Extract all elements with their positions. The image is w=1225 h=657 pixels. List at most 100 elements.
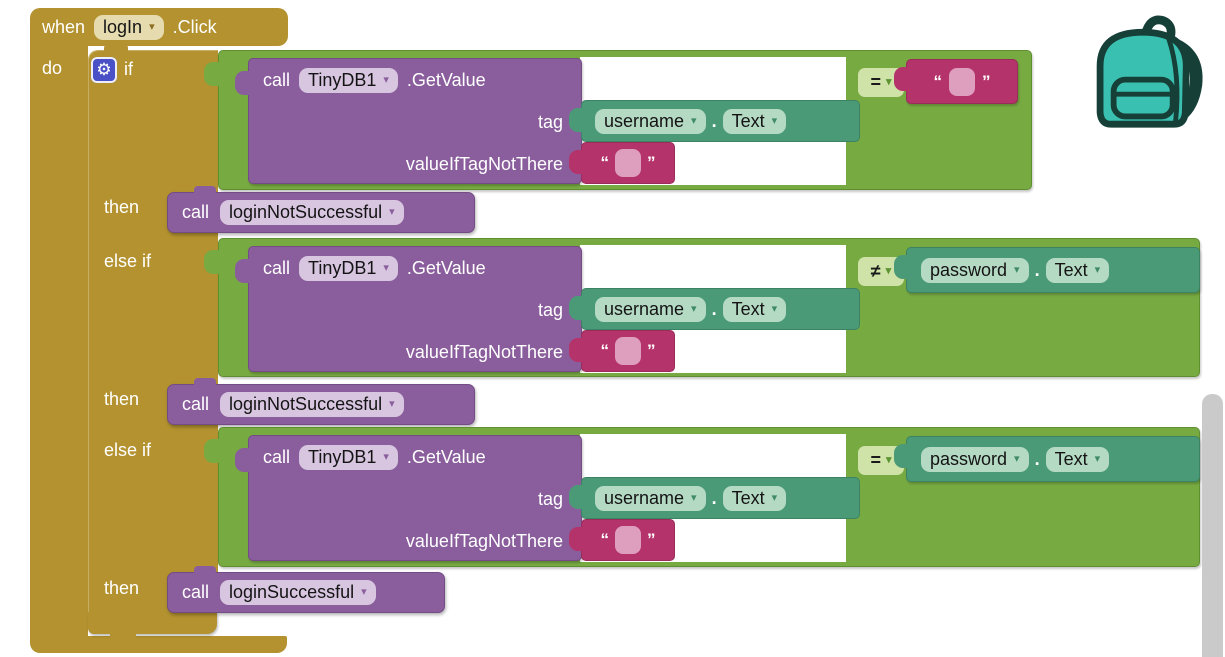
gear-icon: ⚙ xyxy=(96,60,112,79)
socket-tab xyxy=(204,250,219,274)
plug-tab xyxy=(235,448,250,472)
call-loginsuccessful-block[interactable]: call loginSuccessful ▾ xyxy=(167,566,445,613)
call-keyword: call xyxy=(263,446,291,467)
username-dropdown-label: username xyxy=(604,298,685,319)
quote-close: ” xyxy=(647,530,656,549)
username-text-block[interactable]: username ▾ . Text ▾ xyxy=(569,100,860,142)
tinydb-dropdown[interactable]: TinyDB1 ▾ xyxy=(299,67,398,93)
call-tinydb-getvalue-block-1[interactable]: call TinyDB1 ▾ .GetValue tag valueIfTagN… xyxy=(235,58,582,184)
when-event-block[interactable]: when logIn ▾ .Click xyxy=(30,8,288,46)
else-if-label-1: else if xyxy=(104,251,152,271)
value-param-label: valueIfTagNotThere xyxy=(405,342,563,362)
component-dropdown-login-label: logIn xyxy=(103,16,143,37)
value-param-label: valueIfTagNotThere xyxy=(405,531,563,551)
dropdown-arrow-icon: ▾ xyxy=(361,586,367,598)
empty-string-operand-block[interactable]: “ ” xyxy=(894,59,1018,104)
plug-tab xyxy=(569,338,584,362)
dot-separator: . xyxy=(711,487,717,508)
call-keyword: call xyxy=(182,202,210,223)
mutator-gear-button[interactable]: ⚙ xyxy=(91,57,117,83)
tinydb-dropdown[interactable]: TinyDB1 ▾ xyxy=(299,444,398,470)
tinydb-dropdown-label: TinyDB1 xyxy=(308,446,377,467)
username-dropdown[interactable]: username ▾ xyxy=(595,108,706,134)
then-label-1: then xyxy=(104,197,140,217)
empty-string-block[interactable]: “ ” xyxy=(569,330,675,372)
text-property-dropdown-label: Text xyxy=(1054,259,1088,280)
quote-open: “ xyxy=(933,71,943,91)
if-block-bottom-bar xyxy=(88,612,217,634)
text-property-dropdown[interactable]: Text ▾ xyxy=(722,485,787,511)
operator-label: ≠ xyxy=(870,261,881,281)
component-dropdown-login[interactable]: logIn ▾ xyxy=(94,14,164,40)
username-text-block[interactable]: username ▾ . Text ▾ xyxy=(569,477,860,519)
empty-string-field[interactable] xyxy=(615,149,641,177)
dropdown-arrow-icon: ▾ xyxy=(383,261,389,274)
empty-string-field[interactable] xyxy=(615,337,641,365)
username-dropdown-label: username xyxy=(604,487,685,508)
call-tinydb-getvalue-block-2[interactable]: call TinyDB1 ▾ .GetValue tag valueIfTagN… xyxy=(235,246,582,372)
text-property-dropdown[interactable]: Text ▾ xyxy=(722,108,787,134)
dropdown-arrow-icon: ▾ xyxy=(383,450,389,463)
dot-separator: . xyxy=(1034,448,1040,469)
statement-connector xyxy=(194,186,216,194)
procedure-dropdown[interactable]: loginSuccessful ▾ xyxy=(220,580,376,605)
comparison-block-3[interactable]: call TinyDB1 ▾ .GetValue tag valueIfTagN… xyxy=(204,427,1200,567)
tag-param-label: tag xyxy=(537,489,563,509)
username-dropdown[interactable]: username ▾ xyxy=(595,485,706,511)
quote-close: ” xyxy=(647,153,656,172)
dropdown-arrow-icon: ▾ xyxy=(149,20,155,33)
quote-close: ” xyxy=(982,71,991,91)
dropdown-arrow-icon: ▾ xyxy=(771,302,778,315)
when-keyword: when xyxy=(42,16,86,37)
procedure-dropdown-label: loginNotSuccessful xyxy=(229,394,383,414)
call-loginnotsuccessful-block-1[interactable]: call loginNotSuccessful ▾ xyxy=(167,186,475,233)
dot-separator: . xyxy=(711,110,717,131)
plug-tab xyxy=(569,485,584,509)
password-dropdown[interactable]: password ▾ xyxy=(921,446,1029,472)
method-suffix-label: .GetValue xyxy=(406,69,486,90)
text-property-dropdown[interactable]: Text ▾ xyxy=(722,296,787,322)
event-suffix-label: .Click xyxy=(172,16,217,37)
call-keyword: call xyxy=(263,257,291,278)
backpack-icon[interactable] xyxy=(1085,8,1212,130)
tinydb-dropdown-label: TinyDB1 xyxy=(308,69,377,90)
text-property-dropdown[interactable]: Text ▾ xyxy=(1045,446,1110,472)
text-property-dropdown[interactable]: Text ▾ xyxy=(1045,257,1110,283)
method-suffix-label: .GetValue xyxy=(406,257,486,278)
vertical-scrollbar[interactable] xyxy=(1202,394,1223,657)
comparison-block-1[interactable]: call TinyDB1 ▾ .GetValue tag valueIfTagN… xyxy=(204,50,1032,190)
if-label: if xyxy=(124,59,133,79)
password-dropdown-label: password xyxy=(930,259,1008,280)
dot-separator: . xyxy=(1034,259,1040,280)
then-label-2: then xyxy=(104,389,140,409)
password-dropdown-label: password xyxy=(930,448,1008,469)
do-label: do xyxy=(42,58,63,78)
empty-string-field[interactable] xyxy=(949,67,975,96)
if-block-top-connector xyxy=(104,43,128,52)
plug-tab xyxy=(894,67,909,91)
call-tinydb-getvalue-block-3[interactable]: call TinyDB1 ▾ .GetValue tag valueIfTagN… xyxy=(235,435,582,561)
dropdown-arrow-icon: ▾ xyxy=(691,491,697,504)
procedure-dropdown[interactable]: loginNotSuccessful ▾ xyxy=(220,200,404,225)
username-dropdown[interactable]: username ▾ xyxy=(595,296,706,322)
comparison-block-2[interactable]: call TinyDB1 ▾ .GetValue tag valueIfTagN… xyxy=(204,238,1200,377)
else-if-label-2: else if xyxy=(104,440,152,460)
username-text-block[interactable]: username ▾ . Text ▾ xyxy=(569,288,860,330)
socket-tab xyxy=(204,62,219,86)
when-block-left-column[interactable] xyxy=(30,44,88,638)
username-dropdown-label: username xyxy=(604,110,685,131)
text-property-dropdown-label: Text xyxy=(1054,448,1088,469)
quote-open: “ xyxy=(600,530,610,549)
empty-string-block[interactable]: “ ” xyxy=(569,142,675,184)
call-loginnotsuccessful-block-2[interactable]: call loginNotSuccessful ▾ xyxy=(167,378,475,425)
empty-string-field[interactable] xyxy=(615,526,641,554)
tinydb-dropdown[interactable]: TinyDB1 ▾ xyxy=(299,255,398,281)
empty-string-block[interactable]: “ ” xyxy=(569,519,675,561)
procedure-dropdown-label: loginNotSuccessful xyxy=(229,202,383,222)
password-text-block[interactable]: password ▾ . Text ▾ xyxy=(894,436,1200,482)
if-block-body[interactable] xyxy=(88,50,218,612)
procedure-dropdown[interactable]: loginNotSuccessful ▾ xyxy=(220,392,404,417)
password-text-block[interactable]: password ▾ . Text ▾ xyxy=(894,247,1200,293)
password-dropdown[interactable]: password ▾ xyxy=(921,257,1029,283)
